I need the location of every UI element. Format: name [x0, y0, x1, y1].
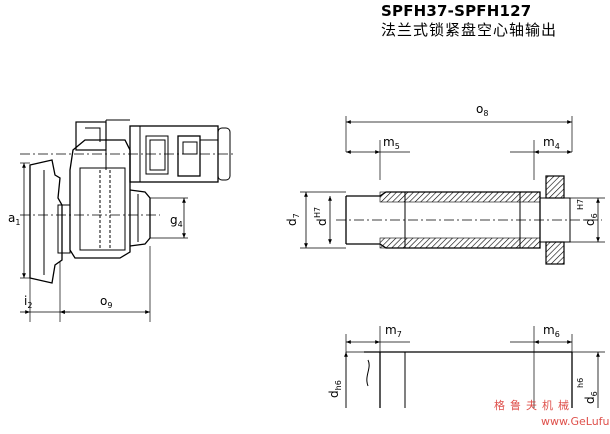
label-d6-shaft: d6	[583, 391, 599, 404]
label-d: d	[315, 218, 329, 226]
label-d7: d7	[285, 213, 301, 226]
hollow-shaft-section	[300, 116, 605, 265]
label-m4: m4	[543, 135, 560, 151]
label-m6: m6	[543, 323, 560, 339]
label-m7: m7	[385, 323, 402, 339]
shrink-disc-top	[545, 175, 565, 199]
label-h7-right: H7	[576, 199, 585, 210]
output-boss	[129, 189, 151, 247]
shaft-end-view	[344, 326, 605, 408]
label-m5: m5	[383, 135, 400, 151]
label-dh6: dh6	[327, 380, 343, 398]
label-g4: g4	[170, 213, 183, 229]
shrink-disc-bottom	[545, 241, 565, 265]
drawing-subtitle: 法兰式锁紧盘空心轴输出	[381, 21, 558, 39]
gear-motor-view	[20, 119, 236, 322]
drawing-title: SPFH37-SPFH127	[381, 2, 532, 20]
watermark-url: www.GeLufu.com	[541, 415, 610, 428]
label-d6: d6	[583, 213, 599, 226]
watermark-cn: 格鲁夫机械	[494, 399, 574, 412]
label-a1: a1	[8, 211, 20, 227]
label-o8: o8	[476, 102, 488, 118]
label-o9: o9	[100, 294, 112, 310]
terminal-box	[177, 135, 201, 177]
label-h7-left: H7	[313, 207, 322, 218]
label-h6: h6	[576, 378, 585, 388]
label-i2: i2	[24, 294, 32, 310]
gear-housing	[69, 139, 131, 259]
flange-outline	[29, 159, 63, 284]
